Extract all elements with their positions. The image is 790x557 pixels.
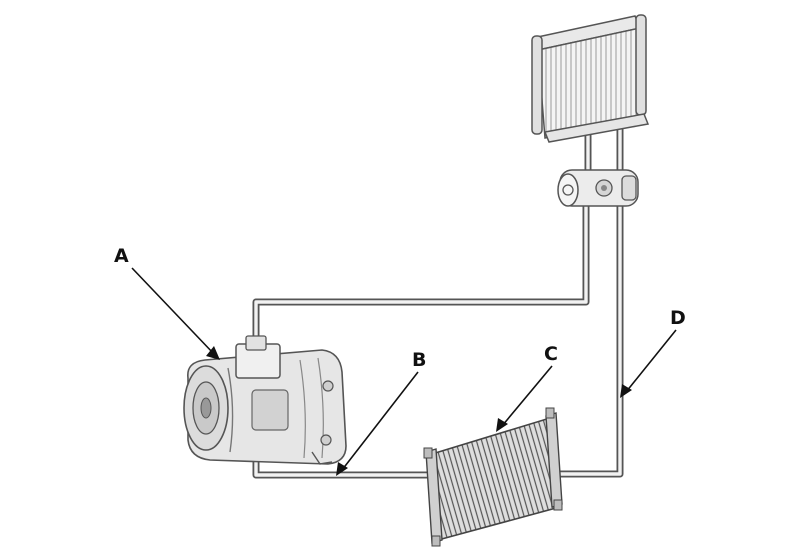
arrowhead-d bbox=[620, 384, 632, 398]
expansion-valve bbox=[557, 169, 639, 207]
leader-a bbox=[131, 267, 215, 355]
liquid-line bbox=[552, 192, 624, 478]
leader-c bbox=[501, 365, 553, 427]
callout-c: C bbox=[544, 343, 558, 365]
suction-line bbox=[252, 196, 590, 356]
evaporator-icon bbox=[531, 14, 650, 143]
arrowhead-a bbox=[206, 346, 220, 360]
callout-leaders bbox=[131, 267, 677, 476]
callout-labels: A B C D bbox=[114, 245, 686, 371]
expansion-valve-icon bbox=[557, 169, 639, 207]
arrowhead-c bbox=[496, 418, 508, 432]
arrowhead-b bbox=[336, 462, 348, 476]
leader-b bbox=[341, 371, 419, 471]
callout-a: A bbox=[114, 245, 129, 267]
evaporator bbox=[531, 14, 650, 143]
callout-b: B bbox=[412, 349, 426, 371]
condenser-icon bbox=[423, 407, 563, 547]
callout-d: D bbox=[670, 307, 686, 329]
compressor-icon bbox=[183, 335, 347, 465]
compressor bbox=[183, 335, 347, 465]
condenser bbox=[423, 407, 563, 547]
leader-d bbox=[625, 329, 677, 393]
